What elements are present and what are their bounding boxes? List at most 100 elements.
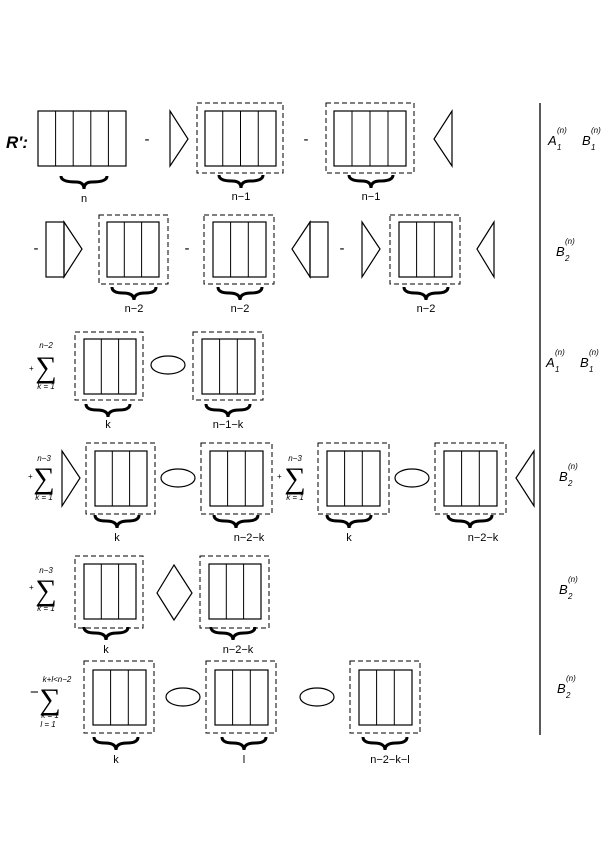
right-label: A 1 (n) B 1 (n) [545, 348, 599, 374]
left-triangle-icon [476, 219, 495, 280]
label-k: k [114, 532, 120, 544]
block-3-cells [83, 338, 137, 395]
svg-text:A: A [545, 355, 555, 370]
dashed-group-box [325, 102, 415, 174]
dashed-group-box [74, 331, 144, 401]
summation: + n−3 ∑ k = 1 [28, 454, 55, 502]
svg-text:B: B [557, 681, 566, 696]
brace-icon [93, 514, 141, 529]
right-label: B 2 (n) [559, 575, 578, 601]
svg-text:(n): (n) [591, 126, 601, 135]
brace-icon [110, 286, 158, 301]
svg-text:k = 1: k = 1 [35, 493, 53, 502]
label-n-minus-1: n−1 [232, 191, 251, 203]
svg-text:l = 1: l = 1 [40, 720, 55, 729]
block-3-cells [92, 669, 147, 726]
svg-text:(n): (n) [589, 348, 599, 357]
dashed-group-box [203, 214, 275, 285]
summation: + n−3 ∑ k = 1 [277, 454, 306, 502]
block-3-cells [398, 221, 453, 278]
svg-text:2: 2 [567, 479, 573, 488]
sigma-icon: ∑ [39, 683, 60, 716]
svg-text:n−3: n−3 [288, 454, 302, 463]
svg-text:1: 1 [557, 143, 561, 152]
right-triangle-icon [361, 220, 381, 280]
sigma-icon: ∑ [33, 462, 54, 495]
brace-icon [82, 626, 130, 641]
block-3-cells [209, 450, 264, 507]
minus-operator: - [34, 240, 39, 257]
ellipse-icon [299, 687, 335, 707]
svg-text:1: 1 [591, 143, 595, 152]
row-6: − k+l<n−2 ∑ k = 1 l = 1 k l [30, 660, 576, 766]
brace-icon [402, 286, 450, 301]
label-k: k [103, 644, 109, 656]
svg-text:k = 1: k = 1 [37, 382, 55, 391]
diamond-icon [156, 563, 193, 622]
brace-icon [325, 514, 373, 529]
left-triangle-icon [433, 108, 453, 168]
ellipse-icon [160, 468, 196, 488]
label-n-minus-2-minus-k-minus-l: n−2−k−l [370, 754, 409, 766]
minus-operator: - [145, 131, 150, 148]
label-n-minus-2: n−2 [417, 303, 436, 315]
svg-text:k = 1: k = 1 [37, 604, 55, 613]
label-n-minus-1-minus-k: n−1−k [213, 419, 244, 431]
brace-icon [209, 626, 257, 641]
svg-text:(n): (n) [568, 575, 578, 584]
row-4: + n−3 ∑ k = 1 k n−2−k + n−3 ∑ k = 1 [28, 442, 578, 544]
minus-operator: - [185, 240, 190, 257]
sigma-icon: ∑ [35, 351, 56, 384]
block-3-cells [94, 450, 148, 507]
svg-text:−: − [30, 684, 39, 701]
svg-text:k+l<n−2: k+l<n−2 [43, 675, 72, 684]
label-k: k [346, 532, 352, 544]
summation: + n−2 ∑ k = 1 [29, 341, 57, 391]
svg-text:1: 1 [555, 365, 559, 374]
block-3-cells [443, 450, 498, 507]
minus-operator: - [340, 240, 345, 257]
block-4-cells [204, 110, 277, 167]
dashed-group-box [317, 442, 390, 515]
label-n-minus-2-minus-k: n−2−k [223, 644, 254, 656]
brace-icon [217, 174, 265, 189]
right-triangle-icon [61, 449, 81, 509]
brace-icon [84, 403, 132, 418]
brace-icon [216, 286, 264, 301]
block-4-cells [37, 110, 127, 167]
block-4-cells [333, 110, 407, 167]
brace-icon [92, 736, 140, 751]
svg-text:B: B [559, 469, 568, 484]
row-1: n - n−1 - n−1 A 1 (n) B 1 (n) [37, 102, 601, 205]
svg-text:+: + [28, 472, 33, 481]
label-n-minus-1: n−1 [362, 191, 381, 203]
label-l: l [243, 754, 245, 766]
block-3-cells [83, 563, 137, 620]
dashed-group-box [83, 660, 155, 734]
sigma-icon: ∑ [35, 574, 56, 607]
brace-icon [347, 174, 395, 189]
svg-text:B: B [580, 355, 589, 370]
dashed-group-box [85, 442, 156, 515]
block-3-cells [358, 669, 413, 726]
brace-icon [212, 514, 260, 529]
label-n-minus-2-minus-k: n−2−k [468, 532, 499, 544]
summation: − k+l<n−2 ∑ k = 1 l = 1 [30, 675, 72, 729]
dashed-group-box [200, 442, 273, 515]
brace-icon [59, 175, 109, 190]
svg-text:1: 1 [589, 365, 593, 374]
svg-text:(n): (n) [566, 674, 576, 683]
svg-text:k = 1: k = 1 [41, 711, 59, 720]
svg-text:2: 2 [565, 691, 571, 700]
right-label: B 2 (n) [556, 237, 575, 263]
label-k: k [105, 419, 111, 431]
row-5: + n−3 ∑ k = 1 k n−2−k B 2 (n) [29, 555, 578, 656]
label-n-minus-2-minus-k: n−2−k [234, 532, 265, 544]
dashed-group-box [199, 555, 270, 629]
brace-icon [220, 736, 268, 751]
svg-text:A: A [547, 133, 557, 148]
svg-text:+: + [29, 583, 34, 592]
svg-text:n−3: n−3 [39, 566, 53, 575]
svg-text:k = 1: k = 1 [286, 493, 304, 502]
